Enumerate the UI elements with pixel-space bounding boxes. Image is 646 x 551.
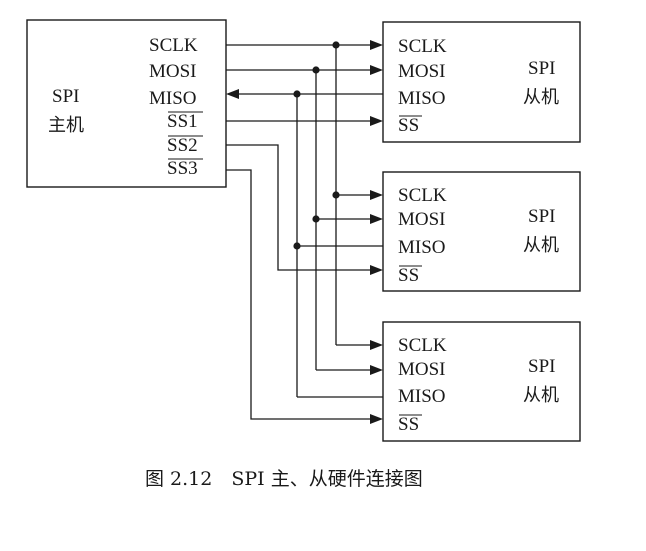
- slave2-pin-ss: SS: [398, 265, 419, 286]
- sclk-bus: [226, 40, 383, 350]
- master-pin-miso: MISO: [149, 88, 197, 109]
- mosi-bus: [226, 65, 383, 375]
- slave1-name-line1: SPI: [528, 58, 555, 79]
- slave2-name-line2: 从机: [523, 235, 559, 256]
- ss2-line: [226, 144, 383, 275]
- slave2-pin-sclk: SCLK: [398, 185, 447, 206]
- slave3-name-line2: 从机: [523, 385, 559, 406]
- slave3-pin-sclk: SCLK: [398, 335, 447, 356]
- slave3-pin-mosi: MOSI: [398, 359, 446, 380]
- master-name-line1: SPI: [52, 86, 79, 107]
- slave1-name-line2: 从机: [523, 87, 559, 108]
- master-pin-sclk: SCLK: [149, 35, 198, 56]
- miso-bus: [226, 89, 383, 398]
- slave3-pin-miso: MISO: [398, 386, 446, 407]
- slave2-pin-mosi: MOSI: [398, 209, 446, 230]
- master-pin-ss1: SS1: [167, 111, 198, 132]
- master-name-line2: 主机: [48, 115, 84, 136]
- slave2-box: [382, 171, 581, 292]
- slave1-pin-ss: SS: [398, 115, 419, 136]
- slave1-pin-mosi: MOSI: [398, 61, 446, 82]
- slave2-name-line1: SPI: [528, 206, 555, 227]
- ss1-line: [226, 116, 383, 126]
- figure-caption: 图 2.12 SPI 主、从硬件连接图: [145, 468, 423, 490]
- ss3-line: [226, 169, 383, 424]
- slave1-pin-sclk: SCLK: [398, 36, 447, 57]
- master-pin-mosi: MOSI: [149, 61, 197, 82]
- slave3-box: [382, 321, 581, 442]
- master-pin-ss2: SS2: [167, 135, 198, 156]
- slave1-box: [382, 21, 581, 143]
- slave3-pin-ss: SS: [398, 414, 419, 435]
- slave1-pin-miso: MISO: [398, 88, 446, 109]
- slave3-name-line1: SPI: [528, 356, 555, 377]
- master-pin-ss3: SS3: [167, 158, 198, 179]
- slave2-pin-miso: MISO: [398, 237, 446, 258]
